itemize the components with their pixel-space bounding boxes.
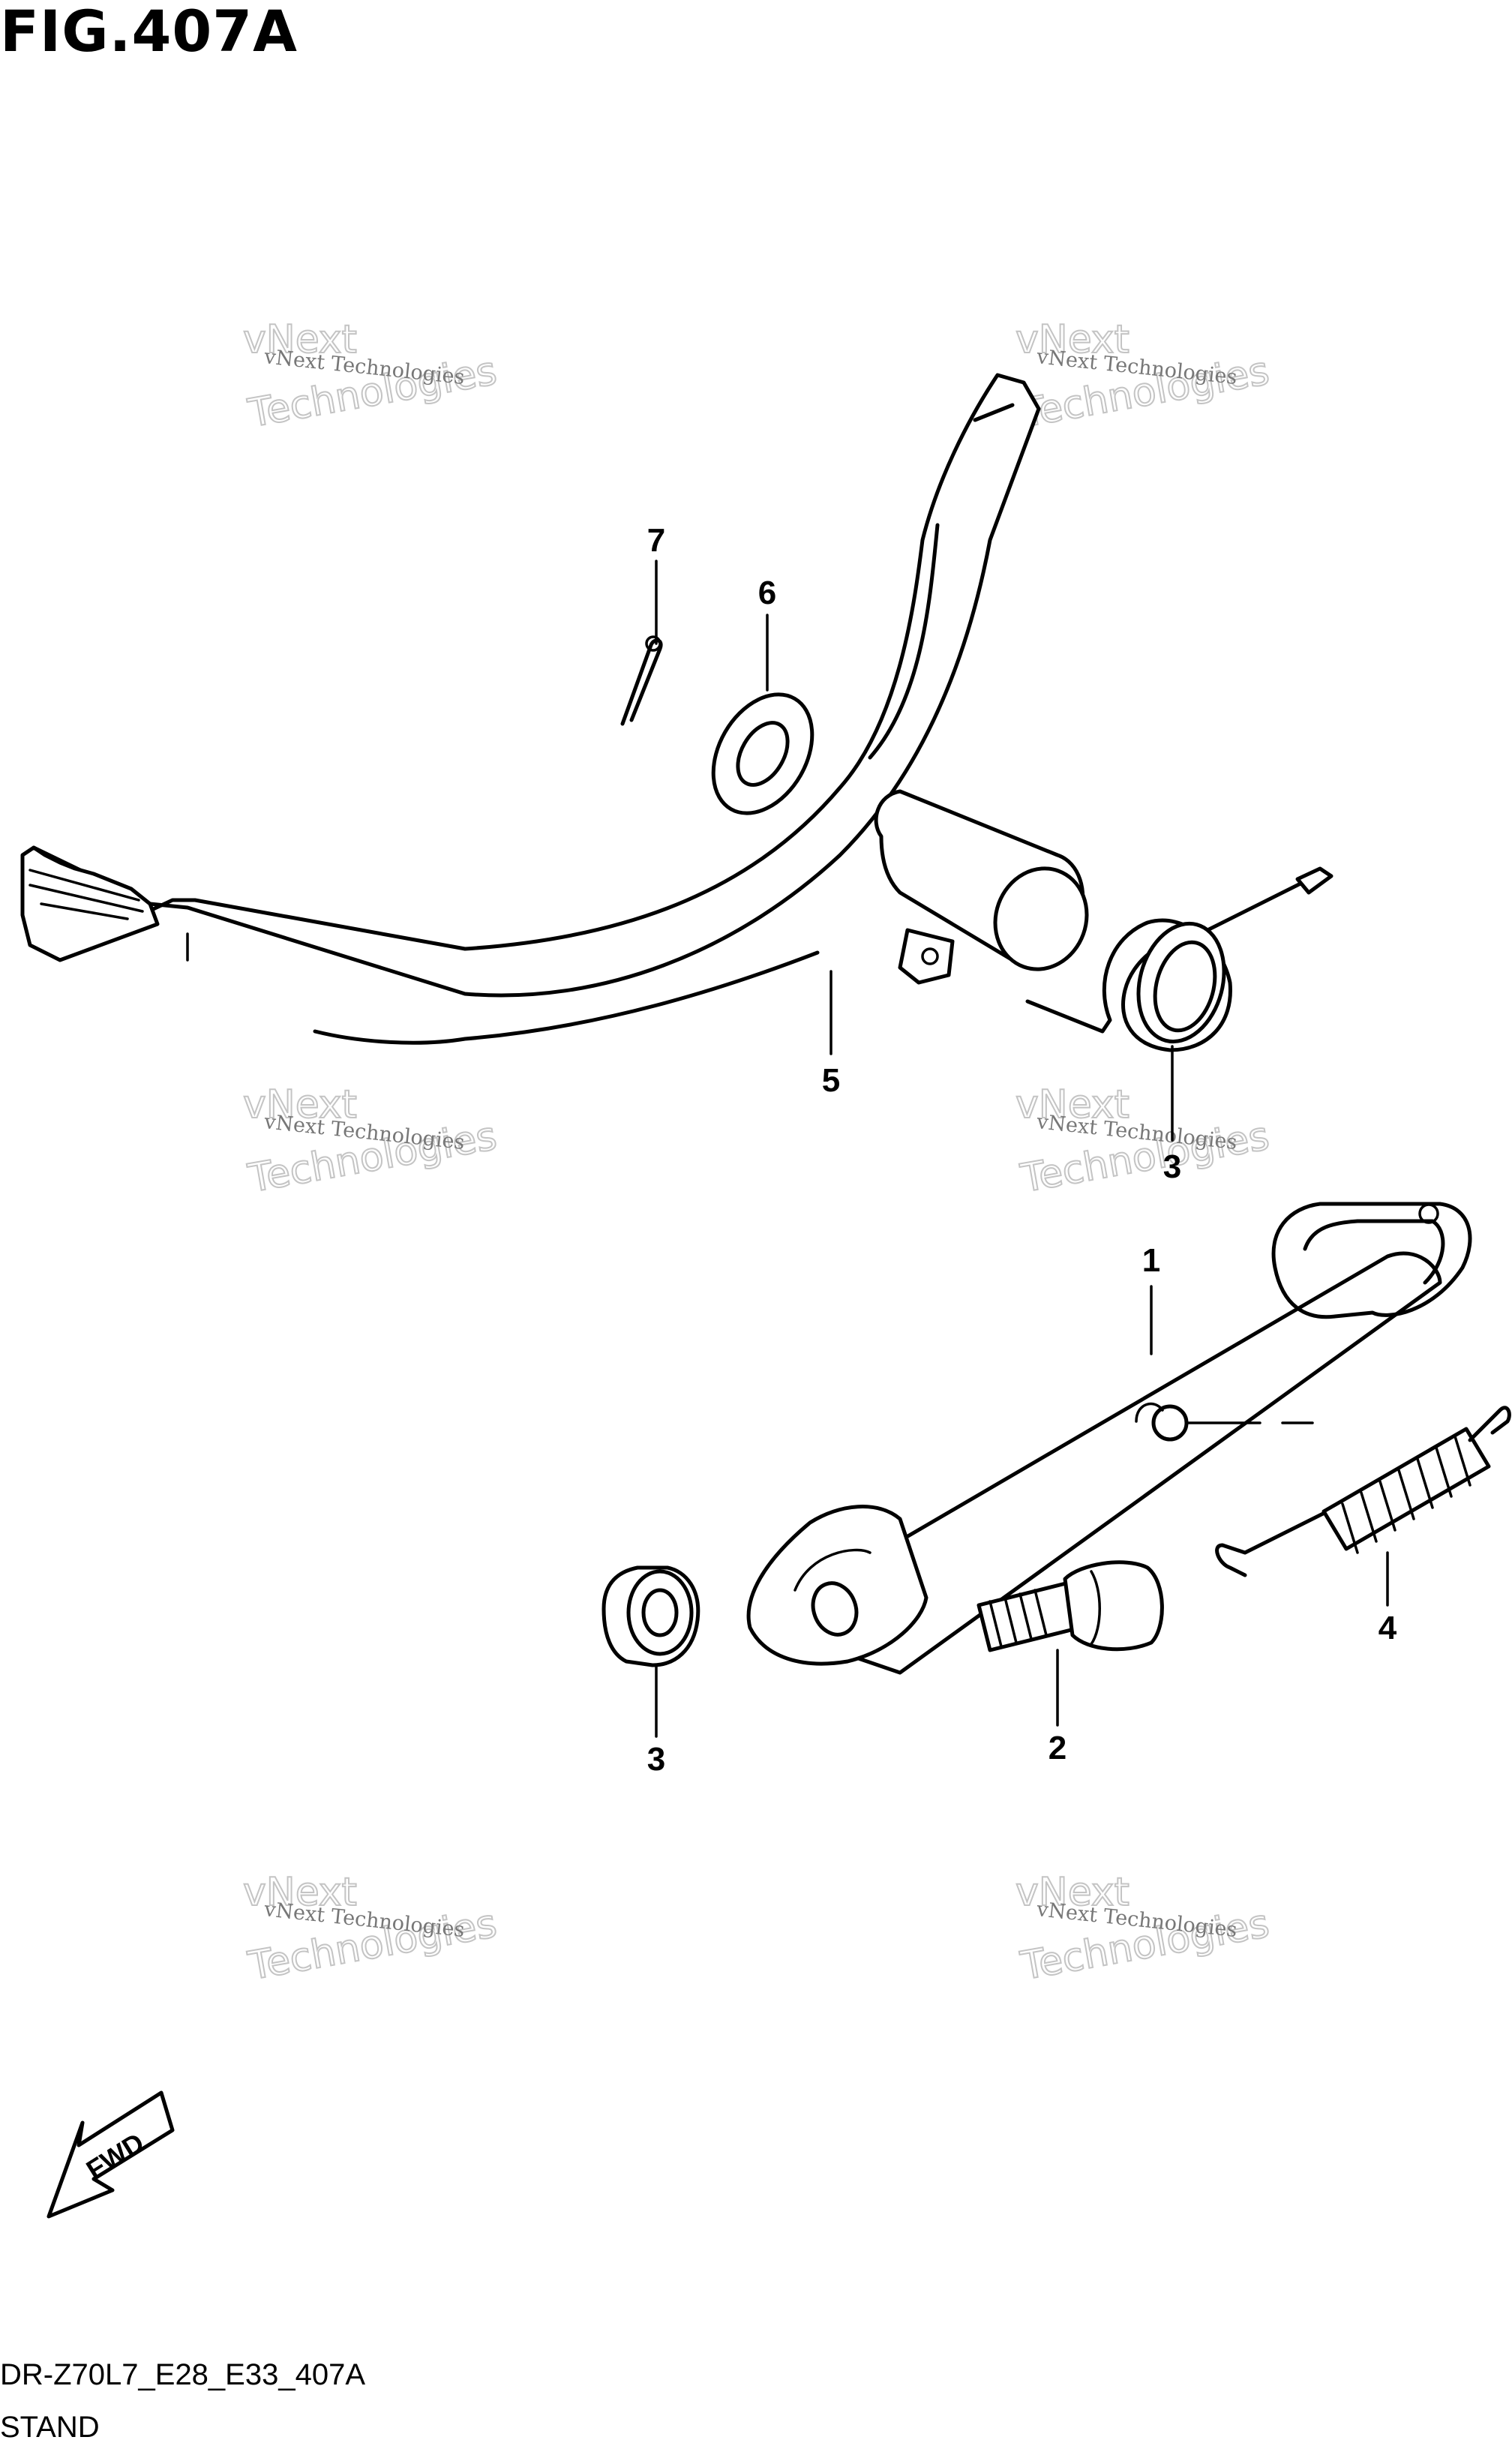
callout-7: 7 xyxy=(647,522,665,559)
watermark-mid-left: vNext Technologies vNext Technologies xyxy=(242,1082,501,1202)
return-spring xyxy=(1025,866,1334,1052)
watermark-top-left: vNext Technologies vNext Technologies xyxy=(242,317,501,437)
stand-spring xyxy=(1215,1406,1511,1577)
watermark-bottom-left: vNext Technologies vNext Technologies xyxy=(242,1869,501,1990)
watermark-top-right: vNext Technologies vNext Technologies xyxy=(1015,317,1274,437)
callout-3-upper: 3 xyxy=(1163,1148,1181,1185)
fwd-arrow-icon: FWD xyxy=(46,2090,175,2219)
callout-6: 6 xyxy=(758,575,776,611)
model-code: DR-Z70L7_E28_E33_407A xyxy=(0,2358,366,2391)
callout-1: 1 xyxy=(1142,1242,1160,1279)
callout-4: 4 xyxy=(1378,1610,1397,1646)
nut xyxy=(602,1565,700,1667)
svg-text:vNext: vNext xyxy=(1016,1870,1130,1915)
pivot-bolt xyxy=(976,1560,1164,1652)
cotter-pin xyxy=(620,635,663,726)
svg-text:vNext: vNext xyxy=(1016,1082,1130,1127)
callout-2: 2 xyxy=(1048,1730,1066,1766)
svg-text:vNext: vNext xyxy=(243,1870,357,1915)
washer xyxy=(711,692,814,815)
section-name: STAND xyxy=(0,2411,100,2444)
watermark-mid-right: vNext Technologies vNext Technologies xyxy=(1015,1082,1274,1202)
callout-leaders xyxy=(655,560,1389,1738)
brake-pedal xyxy=(20,373,1089,1045)
figure-title: FIG.407A xyxy=(0,0,298,65)
callout-5: 5 xyxy=(822,1062,840,1099)
watermark-bottom-right: vNext Technologies vNext Technologies xyxy=(1015,1869,1274,1990)
svg-text:vNext: vNext xyxy=(243,1082,357,1127)
side-stand xyxy=(746,1202,1472,1675)
svg-text:vNext: vNext xyxy=(1016,317,1130,362)
callout-3-lower: 3 xyxy=(647,1741,665,1778)
svg-text:vNext: vNext xyxy=(243,317,357,362)
